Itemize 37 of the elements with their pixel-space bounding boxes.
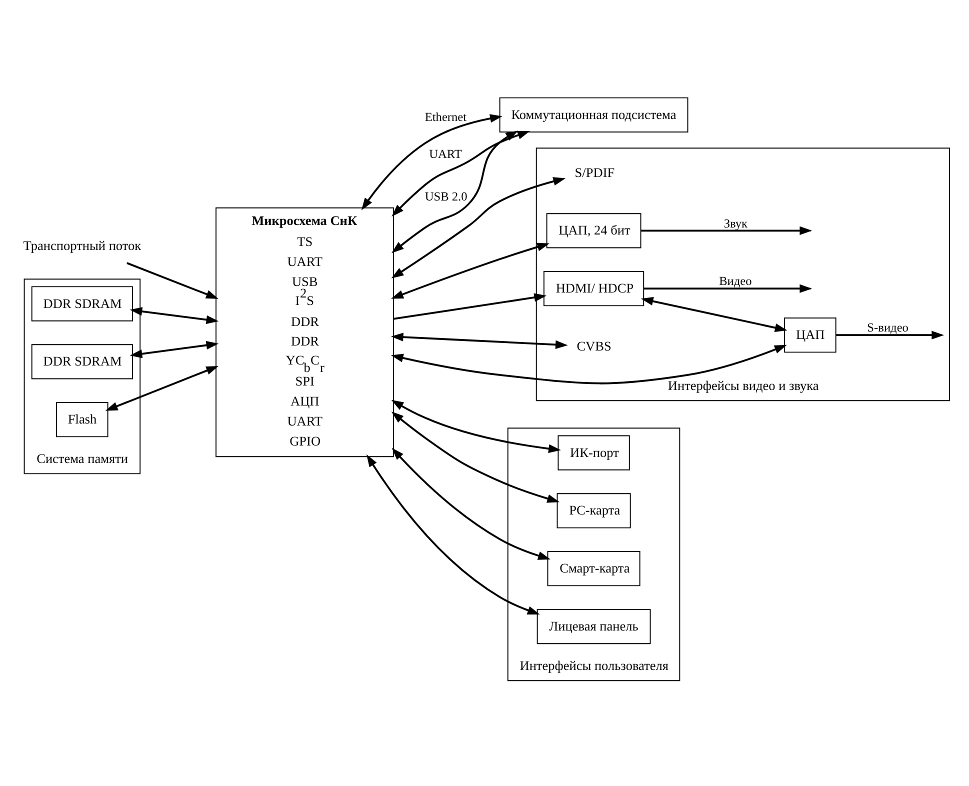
- arrow: [392, 448, 550, 560]
- node-box: DDR SDRAM: [31, 344, 133, 380]
- node-box: Смарт-карта: [547, 551, 640, 586]
- arrow: [391, 177, 566, 278]
- node-box: PC-карта: [556, 493, 631, 528]
- edge-label: USB 2.0: [424, 190, 468, 204]
- edge-label: UART: [429, 146, 462, 161]
- arrow: [391, 130, 518, 254]
- arrow: [391, 412, 560, 503]
- node-text: Транспортный поток: [23, 238, 142, 253]
- node-box: ЦАП, 24 бит: [546, 213, 642, 248]
- edge-label: Видео: [719, 274, 752, 288]
- arrow: [361, 114, 502, 210]
- edge-label: S-видео: [867, 320, 908, 335]
- arrow: [126, 262, 218, 299]
- arrow: [391, 400, 561, 453]
- node-box: DDR SDRAM: [31, 286, 133, 322]
- arrow: [105, 366, 219, 411]
- node-box: HDMI/ HDCP: [543, 271, 644, 306]
- arrow: [391, 242, 550, 299]
- node-box: ЦАП: [784, 318, 836, 353]
- arrow: [366, 454, 540, 614]
- arrow: [390, 344, 787, 384]
- arrow: [130, 340, 219, 358]
- node-text: CVBS: [576, 338, 612, 354]
- arrow: [394, 293, 547, 320]
- edge-label: Звук: [724, 216, 748, 230]
- node-box: ИК-порт: [558, 435, 630, 470]
- node-box: Лицевая панель: [536, 608, 651, 644]
- arrow: [392, 130, 530, 217]
- arrow: [130, 307, 219, 324]
- node-box: Коммутационная подсистема: [499, 97, 688, 132]
- arrow: [390, 332, 568, 349]
- node-box: Flash: [56, 402, 108, 438]
- arrow: [640, 296, 788, 332]
- node-text: S/PDIF: [574, 164, 615, 180]
- edge-label: Ethernet: [424, 110, 467, 124]
